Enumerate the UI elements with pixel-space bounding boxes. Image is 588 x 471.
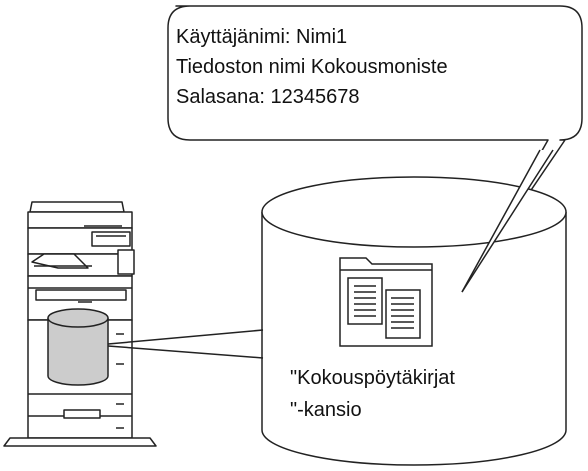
- callout-pointer: [461, 149, 554, 293]
- storage-drum-icon: [47, 308, 109, 386]
- connector-lines: [107, 329, 264, 359]
- password-line: Salasana: 12345678: [176, 86, 360, 108]
- callout-text: Käyttäjänimi: Nimi1 Tiedoston nimi Kokou…: [176, 22, 556, 112]
- folder-with-documents-icon: [339, 257, 433, 347]
- folder-label-line-1: "Kokouspöytäkirjat: [290, 367, 455, 389]
- folder-label: "Kokouspöytäkirjat "-kansio: [290, 362, 550, 426]
- filename-line: Tiedoston nimi Kokousmoniste: [176, 56, 448, 78]
- folder-label-line-2: "-kansio: [290, 399, 362, 421]
- username-line: Käyttäjänimi: Nimi1: [176, 26, 348, 48]
